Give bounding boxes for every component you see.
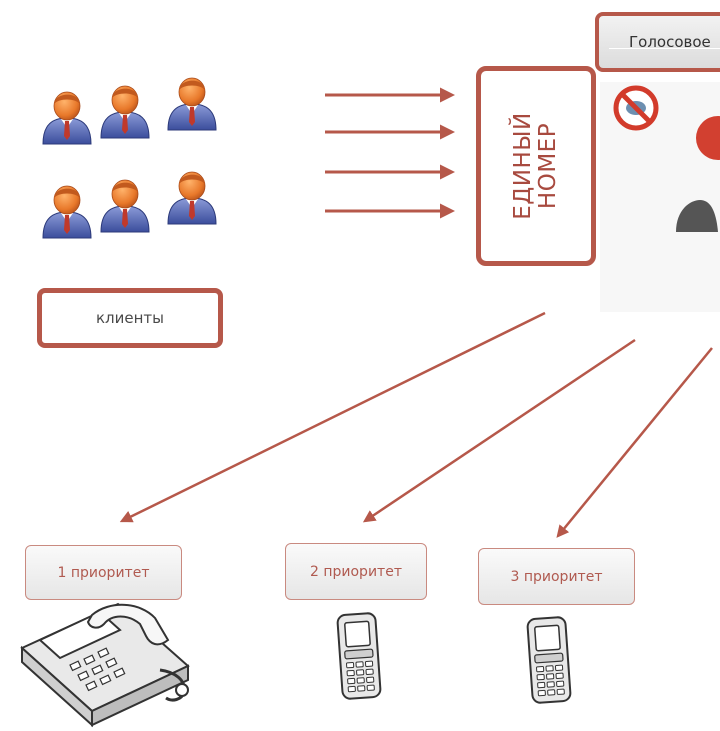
- user-person-icon: [167, 171, 217, 225]
- user-person-icon: [100, 179, 150, 233]
- single-number-box: ЕДИНЫЙ НОМЕР: [476, 66, 596, 266]
- single-number-line2: НОМЕР: [535, 122, 561, 210]
- user-person-icon: [42, 185, 92, 239]
- priority-3-label: 3 приоритет: [510, 568, 603, 585]
- distribution-arrows: [119, 311, 713, 538]
- mobile-phone-icon: [336, 611, 382, 701]
- mobile-phone-icon: [526, 615, 572, 705]
- priority-3-box: 3 приоритет: [478, 548, 635, 605]
- clients-label-box: клиенты: [37, 288, 223, 348]
- priority-2-label: 2 приоритет: [310, 563, 402, 580]
- route-arrow-3: [556, 347, 713, 538]
- clients-label: клиенты: [95, 309, 164, 327]
- route-arrow-1: [119, 311, 546, 523]
- user-person-icon: [167, 77, 217, 131]
- single-number-label: ЕДИНЫЙ НОМЕР: [510, 112, 561, 220]
- user-person-icon: [42, 91, 92, 145]
- incoming-arrows: [325, 87, 455, 219]
- person-icon: [676, 116, 720, 232]
- desk-phone-icon: [20, 602, 190, 728]
- single-number-line1: ЕДИНЫЙ: [510, 112, 536, 220]
- user-person-icon: [100, 85, 150, 139]
- priority-1-box: 1 приоритет: [25, 545, 182, 600]
- voice-menu-area: [600, 82, 720, 312]
- no-entry-icon: [613, 85, 659, 131]
- voice-menu-label-box: Голосовое: [595, 12, 720, 72]
- priority-1-label: 1 приоритет: [57, 564, 150, 581]
- clients-group: [42, 77, 217, 239]
- route-arrow-2: [362, 338, 636, 523]
- voice-menu-label: Голосовое: [629, 33, 711, 51]
- priority-2-box: 2 приоритет: [285, 543, 427, 600]
